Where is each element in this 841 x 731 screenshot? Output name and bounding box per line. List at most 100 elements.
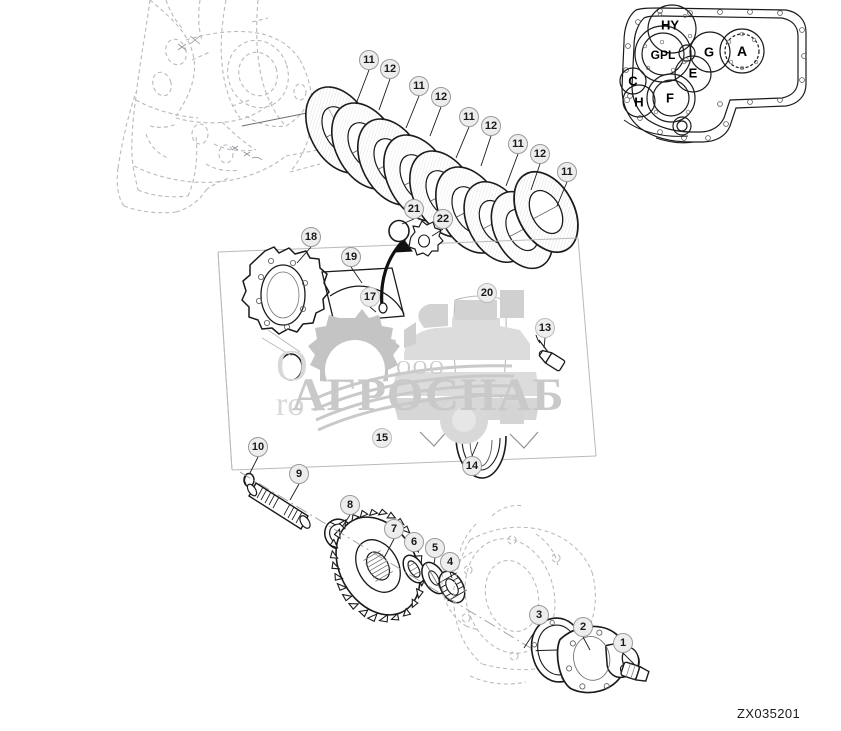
callout-11-b-label: 11 <box>413 80 425 92</box>
callout-3-label: 3 <box>536 609 542 621</box>
part-19-backing-plate <box>321 267 405 323</box>
callout-10[interactable]: 10 <box>248 437 268 457</box>
callout-17[interactable]: 17 <box>360 287 380 307</box>
gear-icon <box>308 309 400 400</box>
callout-11-d-label: 11 <box>512 138 524 150</box>
callout-18[interactable]: 18 <box>301 227 321 247</box>
callout-11-a-label: 11 <box>363 54 375 66</box>
clutch-disc-stack <box>305 86 579 270</box>
inset-label-e: E <box>689 66 698 81</box>
callout-2-label: 2 <box>580 621 586 633</box>
part-22-toothed-gear <box>408 220 444 257</box>
callout-12-d[interactable]: 12 <box>530 144 550 164</box>
callout-2[interactable]: 2 <box>573 617 593 637</box>
diagram-id: ZX035201 <box>737 706 800 721</box>
watermark-legal-form: ООО <box>396 357 445 379</box>
callout-11-c-label: 11 <box>463 111 475 123</box>
inset-circle-g <box>689 31 731 73</box>
phantom-housing-detail-marks <box>177 35 263 161</box>
callout-6[interactable]: 6 <box>404 532 424 552</box>
callout-22-label: 22 <box>437 213 449 225</box>
callout-11-b[interactable]: 11 <box>409 76 429 96</box>
callout-9-label: 9 <box>296 468 302 480</box>
callout-17-label: 17 <box>364 291 376 303</box>
callout-19-label: 19 <box>345 251 357 263</box>
callout-5-label: 5 <box>432 542 438 554</box>
callout-21[interactable]: 21 <box>404 199 424 219</box>
callout-14[interactable]: 14 <box>462 456 482 476</box>
inset-circle-f <box>646 73 696 123</box>
callout-20[interactable]: 20 <box>477 283 497 303</box>
inset-label-a: A <box>737 43 747 59</box>
callout-12-a[interactable]: 12 <box>380 59 400 79</box>
callout-20-label: 20 <box>481 287 493 299</box>
callout-10-label: 10 <box>252 441 264 453</box>
watermark-brand: АГРОСНАБ <box>292 369 565 421</box>
callout-13-label: 13 <box>539 322 551 334</box>
part-9-splined-shaft <box>246 482 311 530</box>
callout-13[interactable]: 13 <box>535 318 555 338</box>
callout-12-c-label: 12 <box>485 120 497 132</box>
callout-11-a[interactable]: 11 <box>359 50 379 70</box>
part-4-splined-collar <box>437 570 467 604</box>
watermark-agrosnab: O ro ООО <box>276 290 565 444</box>
callout-14-label: 14 <box>466 460 479 472</box>
inset-label-g: G <box>704 45 714 60</box>
callout-leader-lines <box>249 69 635 665</box>
callout-bubbles: 1 2 3 4 5 6 7 8 <box>248 50 633 653</box>
callout-15[interactable]: 15 <box>372 428 392 448</box>
inset-circle-c <box>619 67 647 95</box>
callout-11-d[interactable]: 11 <box>508 134 528 154</box>
callout-5[interactable]: 5 <box>425 538 445 558</box>
callout-3[interactable]: 3 <box>529 605 549 625</box>
callout-4-label: 4 <box>447 556 454 568</box>
phantom-chevrons <box>419 429 539 449</box>
transmission-locator-inset: HY GPL G A C E H F <box>619 4 807 144</box>
inset-label-hy: HY <box>661 18 679 33</box>
part-6-thrust-washer <box>402 554 426 584</box>
inset-label-gpl: GPL <box>651 48 676 62</box>
callout-12-b-label: 12 <box>435 91 447 103</box>
callout-19[interactable]: 19 <box>341 247 361 267</box>
inset-circle-hy <box>647 4 697 54</box>
phantom-leader-18-to-seal <box>261 329 301 357</box>
part-16-seal-ring <box>279 353 303 381</box>
inset-circle-h <box>622 84 656 118</box>
part-17-actuator-rod <box>378 238 413 314</box>
assembly-centerline <box>239 471 601 691</box>
inset-label-f: F <box>666 91 674 106</box>
callout-7[interactable]: 7 <box>384 519 404 539</box>
callout-12-d-label: 12 <box>534 148 546 160</box>
callout-8-label: 8 <box>347 499 353 511</box>
inset-label-c: C <box>628 74 638 89</box>
callout-21-label: 21 <box>408 203 420 215</box>
part-7-drive-gear <box>329 508 426 623</box>
callout-15-label: 15 <box>376 432 388 444</box>
callout-22[interactable]: 22 <box>433 209 453 229</box>
callout-11-e[interactable]: 11 <box>557 162 577 182</box>
callout-11-c[interactable]: 11 <box>459 107 479 127</box>
part-21-o-ring <box>388 219 410 243</box>
part-18-splined-plate <box>241 246 330 335</box>
callout-7-label: 7 <box>391 523 397 535</box>
callout-12-b[interactable]: 12 <box>431 87 451 107</box>
callout-8[interactable]: 8 <box>340 495 360 515</box>
phantom-housing-upper-left <box>116 0 321 214</box>
combine-harvester-icon <box>370 290 540 444</box>
callout-11-e-label: 11 <box>561 166 573 178</box>
inset-label-h: H <box>634 95 643 110</box>
callout-6-label: 6 <box>411 536 417 548</box>
callout-1-label: 1 <box>620 637 626 649</box>
swoosh-icon <box>311 364 519 432</box>
watermark-fragment-lower: ro <box>276 386 304 423</box>
part-1-cap-screw <box>619 661 650 682</box>
inset-circle-a <box>719 28 765 74</box>
callout-4[interactable]: 4 <box>440 552 460 572</box>
callout-18-label: 18 <box>305 231 317 243</box>
part-13-bolt <box>535 334 566 372</box>
callout-12-c[interactable]: 12 <box>481 116 501 136</box>
callout-1[interactable]: 1 <box>613 633 633 653</box>
callout-9[interactable]: 9 <box>289 464 309 484</box>
watermark-fragment-upper: O <box>276 341 308 390</box>
